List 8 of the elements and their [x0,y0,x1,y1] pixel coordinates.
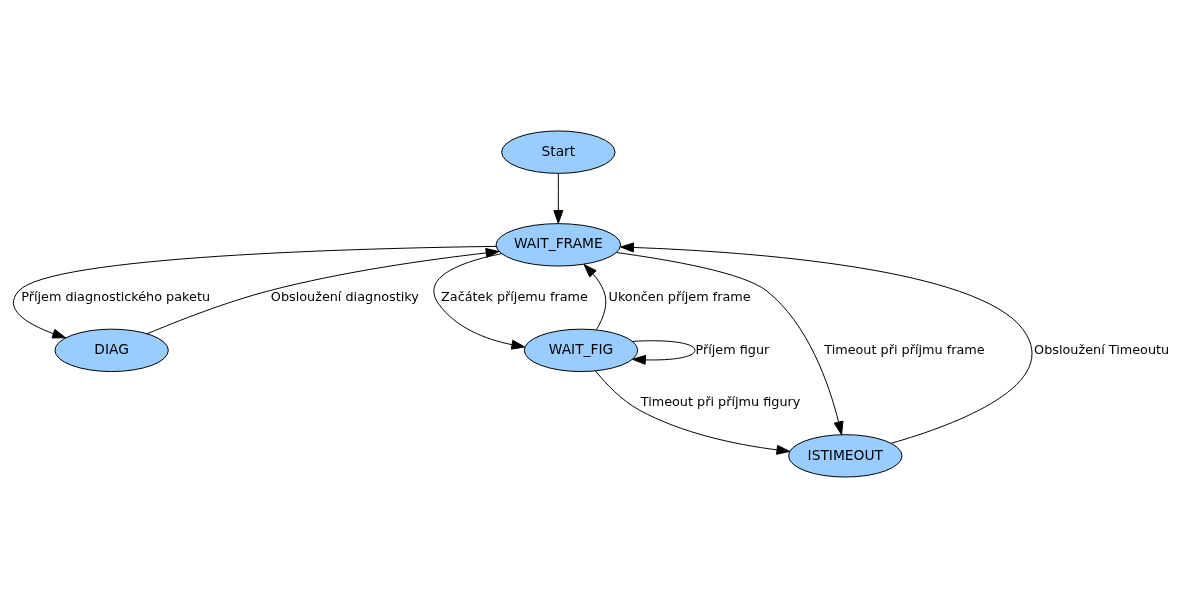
edge-label: Obsloužení Timeoutu [1034,341,1170,357]
edge-label: Příjem figur [695,341,770,357]
edge-label: Začátek příjemu frame [441,288,588,304]
edge-label: Obsloužení diagnostiky [270,288,419,304]
edge-label: Timeout při příjmu figury [640,393,801,409]
edge-label: Ukončen příjem frame [608,288,751,304]
edge-label: Timeout při příjmu frame [824,341,985,357]
edge-label: Příjem diagnostického paketu [21,288,211,304]
